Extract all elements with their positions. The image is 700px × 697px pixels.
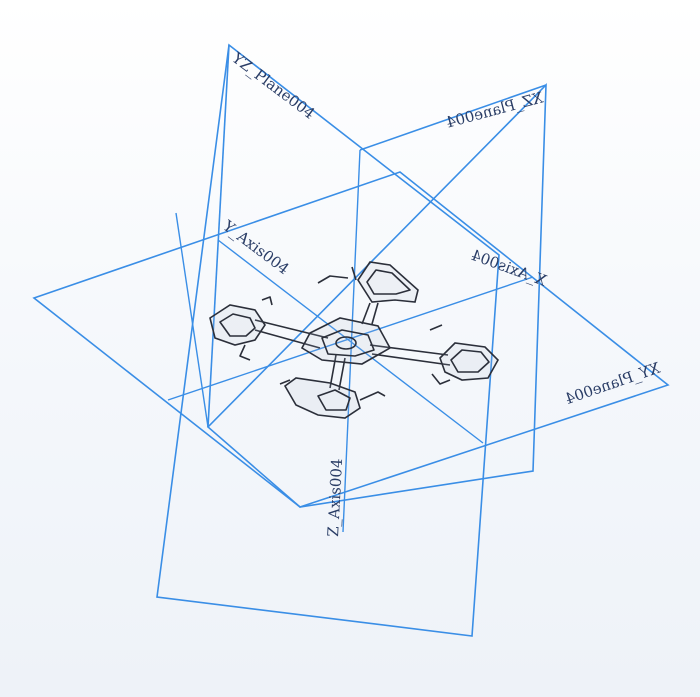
x-axis-line [167,276,534,401]
xz-plane-label: XZ_Plane004 [444,88,545,131]
z-axis-label: Z_Axis004 [324,458,346,537]
x-axis-label: X_Axis004 [469,246,549,290]
y-axis-line [217,239,484,444]
plane-intersection-line [175,212,209,428]
xz-plane-left-edge [207,44,230,428]
xy-plane[interactable] [32,171,670,508]
yz-plane-label: YZ_Plane004 [228,48,319,122]
quadcopter-frame-part[interactable] [209,261,499,419]
z-axis-line [342,149,361,533]
xy-plane-label: XY_Plane004 [563,359,663,408]
xz-plane-top-edge [359,84,547,151]
